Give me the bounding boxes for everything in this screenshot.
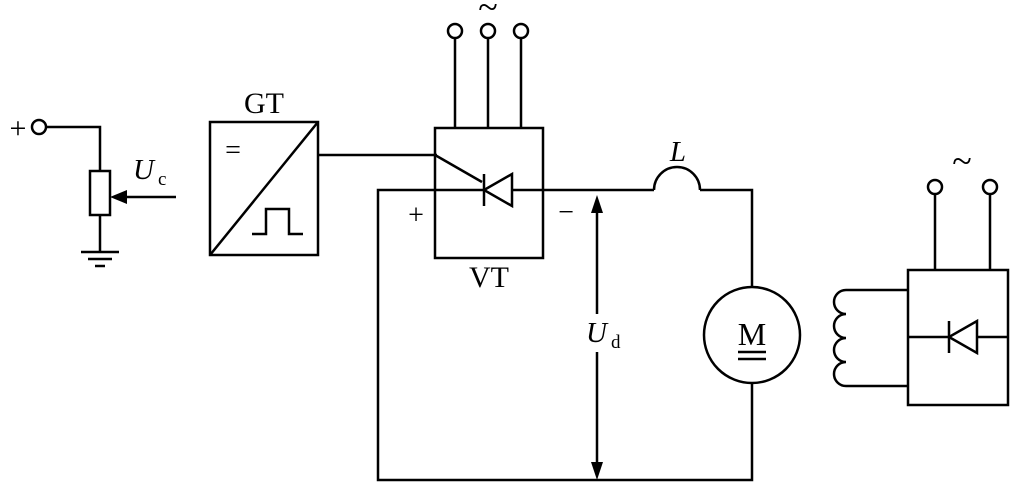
motor-label: M: [738, 316, 766, 352]
ac-terminal-circle-3: [512, 22, 530, 40]
field-ac-wires: [933, 194, 992, 270]
ud-label-sub: d: [611, 332, 621, 353]
input-wire: [46, 125, 102, 171]
input-terminal-circle: [30, 118, 48, 136]
field-ac-symbol-label: ~: [952, 141, 971, 181]
vt-label: VT: [469, 261, 509, 294]
gt-diagonal: [209, 121, 319, 256]
gt-label: GT: [244, 87, 284, 120]
field-ac-terminal-circle-2: [981, 178, 999, 196]
pulse-icon: [252, 207, 303, 236]
inductor-icon: [652, 165, 702, 191]
ac-terminal-circle-2: [479, 22, 497, 40]
ud-label: U: [586, 317, 609, 349]
inductor-label: L: [669, 136, 686, 168]
vt-minus-label: −: [558, 197, 574, 228]
dc-plus-label: +: [10, 112, 27, 145]
vt-plus-label: +: [408, 200, 424, 231]
ud-arrowhead-bottom: [591, 462, 603, 480]
potentiometer-body: [88, 169, 112, 217]
diode-icon: [908, 318, 1008, 356]
field-winding-coil: [832, 288, 908, 388]
thyristor-icon: [434, 153, 543, 209]
field-ac-terminal-circle-1: [926, 178, 944, 196]
inductor-motor-wire: [700, 188, 754, 287]
motor-dc-underline: [738, 350, 766, 361]
ac-terminal-circle-1: [446, 22, 464, 40]
dc-loop-wire: [376, 188, 754, 482]
ud-label-backing: [579, 314, 627, 352]
uc-arrowhead: [110, 190, 127, 204]
ground-icon: [81, 250, 119, 268]
ac-input-wires: [453, 38, 523, 128]
dc-symbol-label: =: [225, 135, 241, 166]
ud-arrowhead-top: [591, 195, 603, 213]
ac-symbol-label: ~: [478, 0, 497, 27]
uc-label: U: [133, 154, 156, 186]
uc-label-sub: c: [158, 169, 166, 190]
gt-block: [208, 120, 320, 257]
